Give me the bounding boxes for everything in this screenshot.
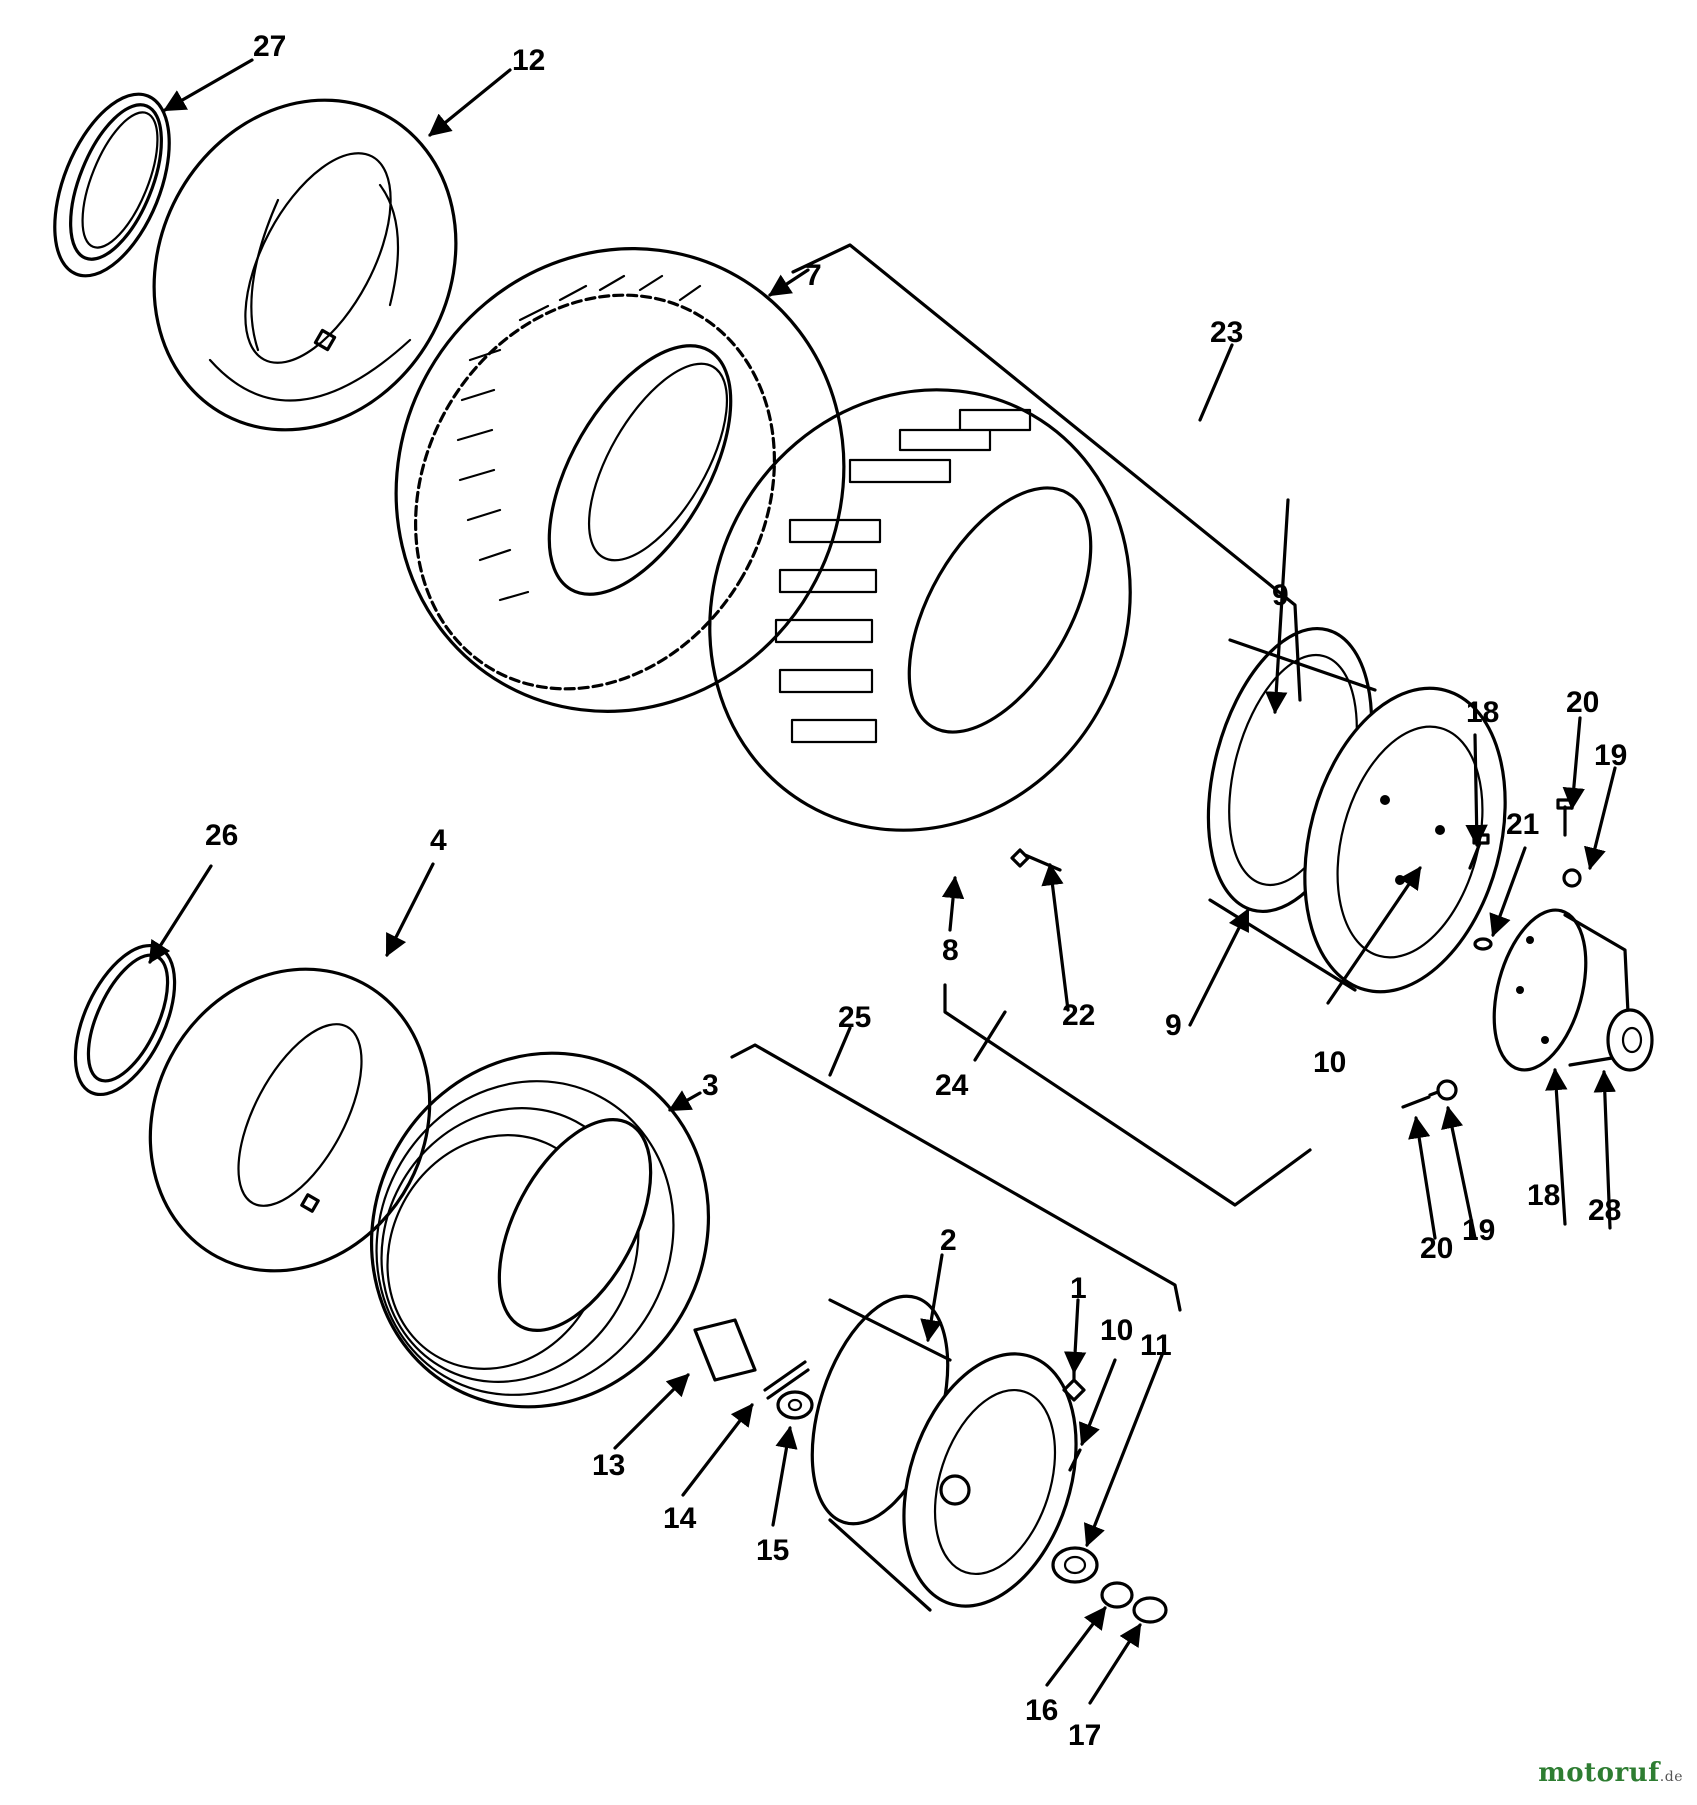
part-21-key xyxy=(1473,937,1493,951)
callout-28: 28 xyxy=(1588,1194,1621,1227)
callout-4: 4 xyxy=(430,824,447,857)
part-20-bolt-upper xyxy=(1556,798,1574,837)
part-22-lug-bolt xyxy=(1010,848,1062,872)
callout-16: 16 xyxy=(1025,1694,1058,1727)
callout-labels: 27 12 7 23 9 18 20 19 21 8 22 9 24 10 26… xyxy=(205,30,1627,1752)
part-19-nut-upper xyxy=(1562,868,1582,888)
callout-18-upper: 18 xyxy=(1466,696,1499,729)
callout-18-lower: 18 xyxy=(1527,1179,1560,1212)
callout-15: 15 xyxy=(756,1534,789,1567)
part-10-valve xyxy=(1068,1448,1082,1472)
part-4-inner-tube xyxy=(148,967,432,1273)
callout-12: 12 xyxy=(512,44,545,77)
callout-14: 14 xyxy=(663,1502,697,1535)
group-bracket-24 xyxy=(943,983,1312,1207)
leader-arrows xyxy=(148,58,1617,1705)
part-16-seal xyxy=(1100,1581,1134,1609)
callout-19-lower: 19 xyxy=(1462,1214,1495,1247)
callout-1: 1 xyxy=(1070,1272,1087,1305)
callout-2: 2 xyxy=(940,1224,957,1257)
part-12-inner-tube xyxy=(152,98,458,432)
part-17-washer xyxy=(1132,1596,1168,1624)
callout-20-upper: 20 xyxy=(1566,686,1599,719)
group-bracket-23 xyxy=(791,243,1302,702)
group-bracket-25 xyxy=(730,1026,1182,1312)
part-2-wheel-rim xyxy=(810,1294,1078,1612)
callout-19-upper: 19 xyxy=(1594,739,1627,772)
callout-8: 8 xyxy=(942,934,959,967)
callout-20-lower: 20 xyxy=(1420,1232,1453,1265)
part-14-cotter-pin xyxy=(763,1360,810,1400)
callout-13: 13 xyxy=(592,1449,625,1482)
callout-25: 25 xyxy=(838,1001,871,1034)
part-26-rim-liner xyxy=(73,943,177,1097)
callout-7: 7 xyxy=(805,259,822,292)
part-15-washer xyxy=(776,1390,814,1420)
callout-21: 21 xyxy=(1506,808,1539,841)
part-8-bar-tire xyxy=(708,388,1132,832)
callout-24: 24 xyxy=(935,1069,969,1102)
part-9-wheel-rim xyxy=(1206,627,1507,994)
part-27-rim-liner xyxy=(53,92,171,278)
part-3-rib-tire xyxy=(369,1051,711,1409)
part-11-bearing xyxy=(1051,1546,1099,1584)
callout-22: 22 xyxy=(1062,999,1095,1032)
part-20-bolt-lower xyxy=(1401,1090,1440,1109)
callout-9-upper: 9 xyxy=(1272,579,1289,612)
callout-23: 23 xyxy=(1210,316,1243,349)
part-19-nut-lower xyxy=(1436,1079,1458,1101)
callout-17: 17 xyxy=(1068,1719,1101,1752)
callout-27: 27 xyxy=(253,30,286,63)
callout-11: 11 xyxy=(1140,1329,1172,1362)
callout-9-lower: 9 xyxy=(1165,1009,1182,1042)
callout-3: 3 xyxy=(702,1069,719,1102)
callout-10-upper: 10 xyxy=(1313,1046,1346,1079)
part-13-bushing xyxy=(693,1318,757,1382)
part-7-turf-tire xyxy=(394,247,846,713)
callout-10-lower: 10 xyxy=(1100,1314,1133,1347)
part-18-hub xyxy=(1492,908,1654,1072)
callout-26: 26 xyxy=(205,819,238,852)
watermark-logo: motoruf.de xyxy=(1538,1758,1683,1788)
